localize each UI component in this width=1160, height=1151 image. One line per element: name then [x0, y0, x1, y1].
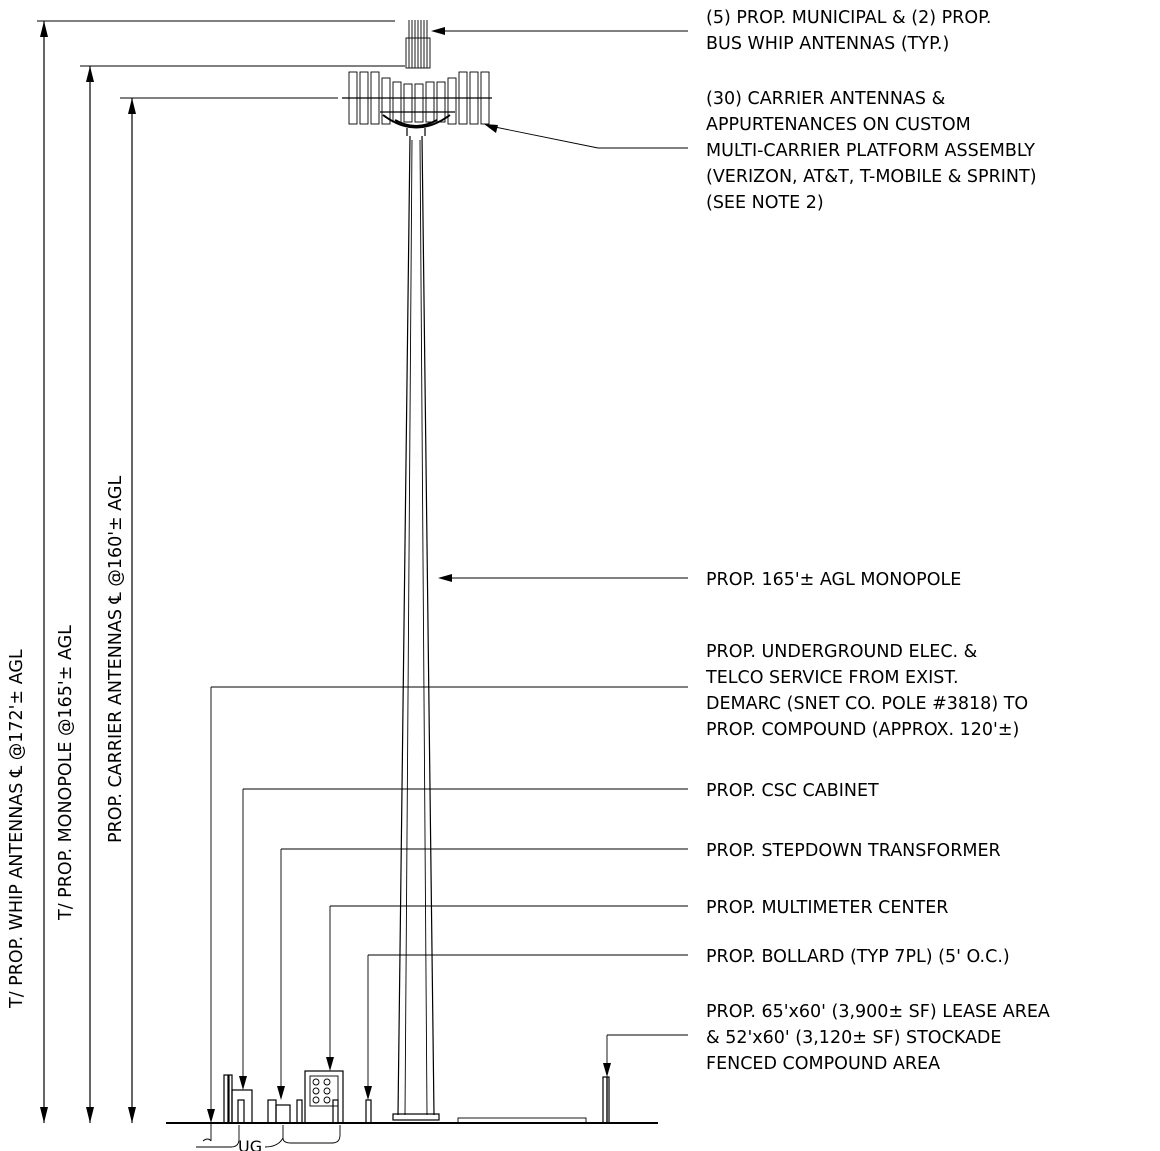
callout-line: PROP. BOLLARD (TYP 7PL) (5' O.C.) — [706, 947, 1010, 967]
callout-multimeter-center: PROP. MULTIMETER CENTER — [706, 898, 948, 918]
callout-line: PROP. MULTIMETER CENTER — [706, 898, 948, 918]
callout-whip-antennas: (5) PROP. MUNICIPAL & (2) PROP. BUS WHIP… — [706, 8, 992, 54]
callout-line: PROP. 65'x60' (3,900± SF) LEASE AREA — [706, 1002, 1050, 1022]
callout-line: (30) CARRIER ANTENNAS & — [706, 89, 946, 109]
callout-line: DEMARC (SNET CO. POLE #3818) TO — [706, 694, 1028, 714]
callout-bollard: PROP. BOLLARD (TYP 7PL) (5' O.C.) — [706, 947, 1010, 967]
callout-carrier-antennas: (30) CARRIER ANTENNAS & APPURTENANCES ON… — [706, 89, 1037, 213]
compound-equipment — [223, 1070, 610, 1124]
callout-line: PROP. CSC CABINET — [706, 781, 879, 801]
callout-line: APPURTENANCES ON CUSTOM — [706, 115, 971, 135]
callout-line: & 52'x60' (3,120± SF) STOCKADE — [706, 1028, 1001, 1048]
callout-line: FENCED COMPOUND AREA — [706, 1054, 940, 1074]
callout-monopole: PROP. 165'± AGL MONOPOLE — [706, 570, 961, 590]
callout-line: (SEE NOTE 2) — [706, 193, 824, 213]
underground-conduit — [196, 1123, 341, 1148]
dimension-lines — [37, 20, 405, 1123]
callout-line: MULTI-CARRIER PLATFORM ASSEMBLY — [706, 141, 1035, 161]
whip-antennas — [405, 20, 431, 69]
callout-underground-service: PROP. UNDERGROUND ELEC. & TELCO SERVICE … — [705, 642, 1028, 740]
leader-lines — [207, 27, 688, 1123]
callout-line: TELCO SERVICE FROM EXIST. — [705, 668, 959, 688]
monopole-height-label: T/ PROP. MONOPOLE @165'± AGL — [56, 625, 76, 921]
callout-line: PROP. 165'± AGL MONOPOLE — [706, 570, 961, 590]
carrier-antenna-height-label: PROP. CARRIER ANTENNAS ℄ @160'± AGL — [106, 476, 126, 843]
whip-antenna-height-label: T/ PROP. WHIP ANTENNAS ℄ @172'± AGL — [7, 649, 27, 1009]
callout-csc-cabinet: PROP. CSC CABINET — [706, 781, 879, 801]
ug-label: UG — [238, 1137, 262, 1151]
callout-line: PROP. UNDERGROUND ELEC. & — [706, 642, 978, 662]
antenna-platform — [342, 71, 492, 129]
callout-stepdown-transformer: PROP. STEPDOWN TRANSFORMER — [706, 841, 1001, 861]
callout-line: (VERIZON, AT&T, T-MOBILE & SPRINT) — [706, 167, 1037, 187]
callout-line: (5) PROP. MUNICIPAL & (2) PROP. — [706, 8, 992, 28]
callout-line: BUS WHIP ANTENNAS (TYP.) — [706, 34, 949, 54]
callout-line: PROP. STEPDOWN TRANSFORMER — [706, 841, 1001, 861]
callout-lease-area: PROP. 65'x60' (3,900± SF) LEASE AREA & 5… — [706, 1002, 1050, 1074]
callout-line: PROP. COMPOUND (APPROX. 120'±) — [706, 720, 1019, 740]
monopole — [392, 128, 440, 1121]
